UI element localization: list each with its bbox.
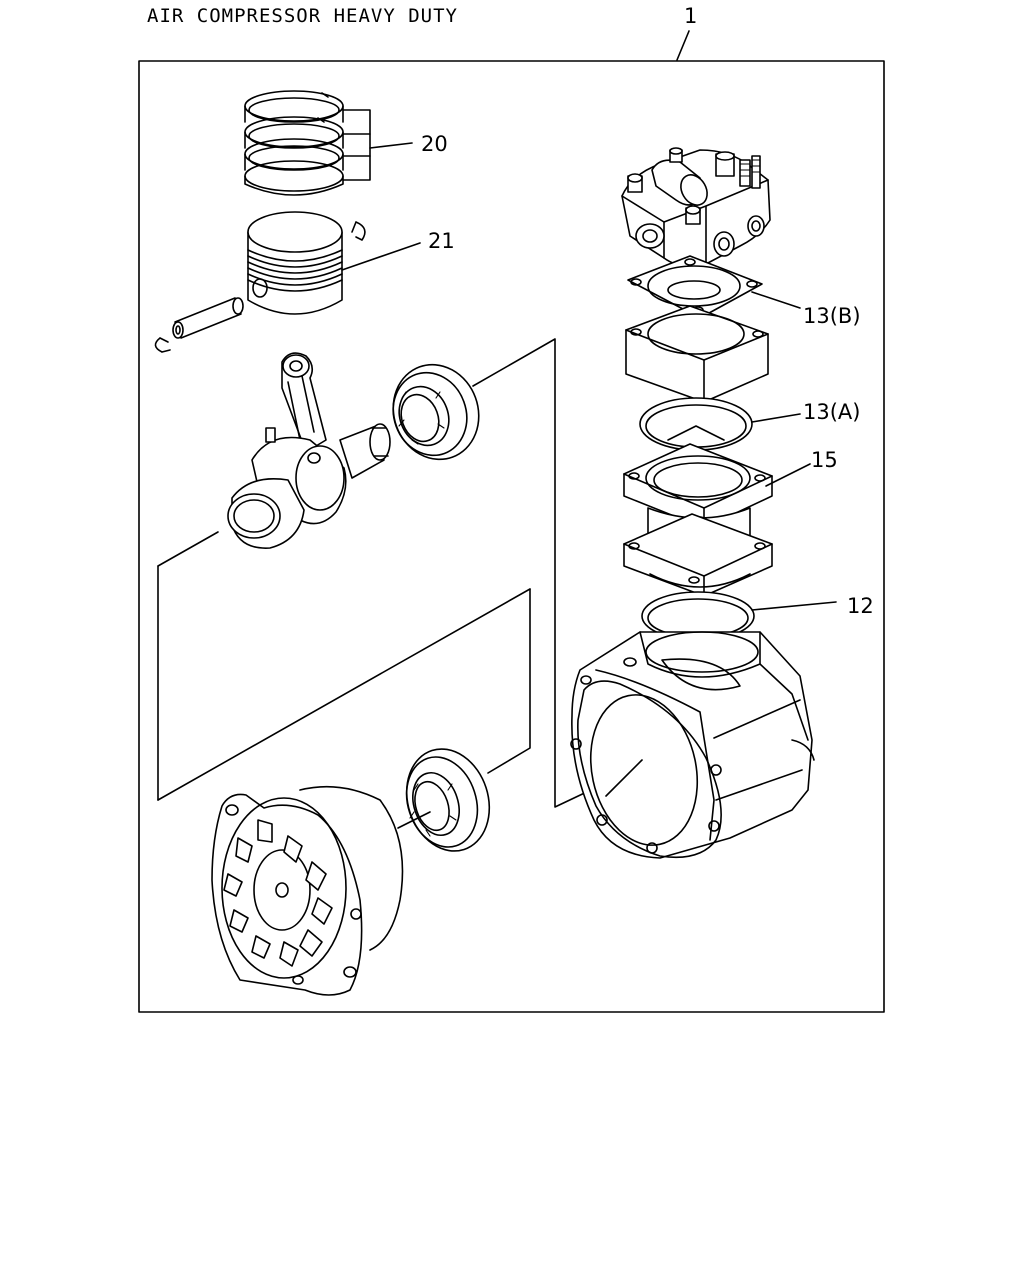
end-cover [211,785,404,996]
callout-assembly: 1 [684,4,697,28]
crankcase [570,631,815,859]
front-bearing [405,748,491,852]
head-gasket [627,255,763,319]
callout-cylinder-gasket: 12 [847,594,874,618]
callout-valve-plate-gasket: 13(A) [803,400,860,424]
snap-ring-left-icon [154,337,171,353]
callout-cylinder: 15 [811,448,838,472]
leader-head-gasket [751,291,801,309]
callout-piston-rings: 20 [421,132,448,156]
crankshaft [227,352,391,549]
cylinder [623,443,773,597]
valve-plate-gasket [639,397,753,451]
front-bearing-guide [397,811,431,829]
snap-ring-right-icon [351,221,366,241]
piston [247,211,343,315]
callout-head-gasket: 13(B) [803,304,861,328]
rear-bearing [392,363,480,461]
cylinder-head [621,147,771,267]
leader-piston [341,242,421,271]
valve-plate [625,305,769,403]
callout-piston: 21 [428,229,455,253]
assembly-frame [138,60,885,1013]
leader-piston-rings [342,109,413,181]
piston-pin [172,297,244,339]
leader-valve-plate-gasket [751,413,801,423]
phantom-lines [157,338,613,808]
leader-cylinder-gasket [751,601,837,611]
piston-rings [244,90,344,196]
leader-assembly [676,30,690,61]
diagram-title: AIR COMPRESSOR HEAVY DUTY [147,5,458,27]
leader-cylinder [765,463,811,487]
